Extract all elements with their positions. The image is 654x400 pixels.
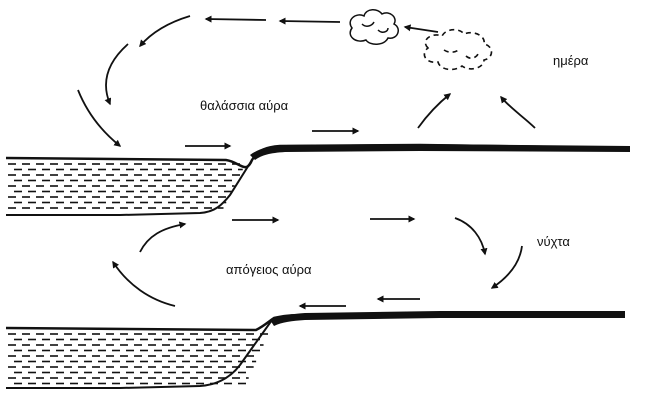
night-label: νύχτα bbox=[537, 234, 570, 249]
day-descending-arrow-1 bbox=[139, 15, 191, 48]
day-descending-arrow-2 bbox=[104, 43, 129, 106]
day-descending-arrow-3 bbox=[77, 89, 122, 147]
sea-breeze-label: θαλάσσια αύρα bbox=[200, 98, 289, 113]
night-rising-arrow-2 bbox=[139, 221, 187, 253]
day-upper-arrow-1 bbox=[278, 17, 341, 25]
night-descending-arrow-1 bbox=[454, 217, 488, 256]
night-descending-arrow-2 bbox=[490, 245, 523, 289]
day-rising-arrow-1 bbox=[417, 93, 452, 129]
night-seabed bbox=[6, 319, 273, 389]
day-upper-arrow-2 bbox=[204, 15, 267, 23]
day-panel bbox=[5, 9, 631, 216]
night-sea-water bbox=[8, 333, 268, 385]
day-cloud-solid bbox=[349, 9, 399, 45]
day-rising-arrow-2 bbox=[500, 95, 536, 129]
night-rising-arrow-1 bbox=[112, 260, 176, 307]
day-land-ground bbox=[250, 144, 630, 160]
night-land-ground bbox=[270, 311, 625, 326]
night-panel bbox=[5, 215, 625, 389]
day-label: ημέρα bbox=[553, 53, 589, 68]
day-cloud-link-arrow bbox=[403, 24, 439, 33]
day-seabed bbox=[6, 159, 253, 216]
day-sea-water bbox=[8, 163, 243, 209]
land-breeze-label: απόγειος αύρα bbox=[226, 262, 312, 277]
day-cloud-dashed bbox=[423, 28, 493, 71]
